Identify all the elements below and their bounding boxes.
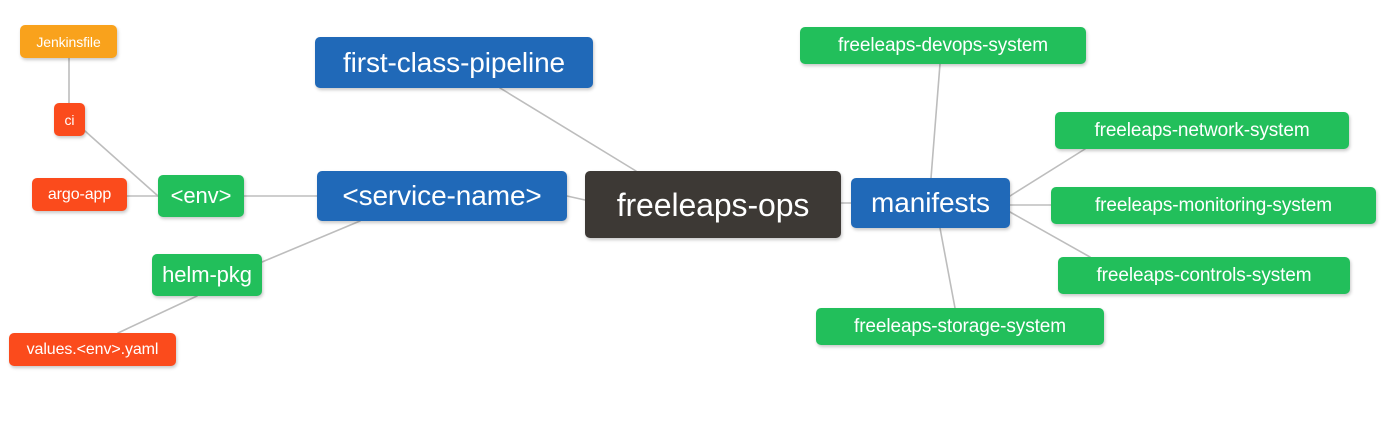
node-label: freeleaps-monitoring-system xyxy=(1095,195,1332,216)
edge-helm-pkg-to-values-yaml xyxy=(117,295,198,334)
edge-service-name-to-freeleaps-ops xyxy=(566,195,586,201)
node-label: freeleaps-ops xyxy=(616,186,810,223)
node-jenkinsfile[interactable]: Jenkinsfile xyxy=(20,25,117,58)
node-ci[interactable]: ci xyxy=(54,103,85,136)
node-label: freeleaps-controls-system xyxy=(1096,265,1312,286)
node-helm-pkg[interactable]: helm-pkg xyxy=(152,254,262,296)
node-freeleaps-storage-system[interactable]: freeleaps-storage-system xyxy=(816,308,1104,345)
node-manifests[interactable]: manifests xyxy=(851,178,1010,228)
node-label: <service-name> xyxy=(342,180,542,211)
node-freeleaps-monitoring-system[interactable]: freeleaps-monitoring-system xyxy=(1051,187,1376,224)
node-service-name[interactable]: <service-name> xyxy=(317,171,567,221)
node-argo-app[interactable]: argo-app xyxy=(32,178,127,211)
node-freeleaps-controls-system[interactable]: freeleaps-controls-system xyxy=(1058,257,1350,294)
node-label: freeleaps-devops-system xyxy=(838,35,1048,56)
edge-service-name-to-helm-pkg xyxy=(261,220,361,263)
node-label: ci xyxy=(64,111,75,128)
node-label: argo-app xyxy=(47,185,112,203)
node-env[interactable]: <env> xyxy=(158,175,244,217)
edge-freeleaps-devops-system-to-manifests xyxy=(930,63,941,179)
edge-first-class-pipeline-to-freeleaps-ops xyxy=(499,87,637,172)
node-freeleaps-devops-system[interactable]: freeleaps-devops-system xyxy=(800,27,1086,64)
node-label: freeleaps-storage-system xyxy=(854,316,1066,337)
node-freeleaps-ops[interactable]: freeleaps-ops xyxy=(585,171,841,238)
node-label: values.<env>.yaml xyxy=(26,340,159,358)
node-label: Jenkinsfile xyxy=(36,33,101,50)
node-label: freeleaps-network-system xyxy=(1094,120,1310,141)
node-label: <env> xyxy=(170,183,232,208)
node-label: helm-pkg xyxy=(162,262,252,287)
node-freeleaps-network-system[interactable]: freeleaps-network-system xyxy=(1055,112,1349,149)
node-first-class-pipeline[interactable]: first-class-pipeline xyxy=(315,37,593,88)
node-label: first-class-pipeline xyxy=(342,46,566,78)
node-label: manifests xyxy=(871,187,990,218)
edge-manifests-to-freeleaps-storage-system xyxy=(939,227,956,309)
node-values-yaml[interactable]: values.<env>.yaml xyxy=(9,333,176,366)
